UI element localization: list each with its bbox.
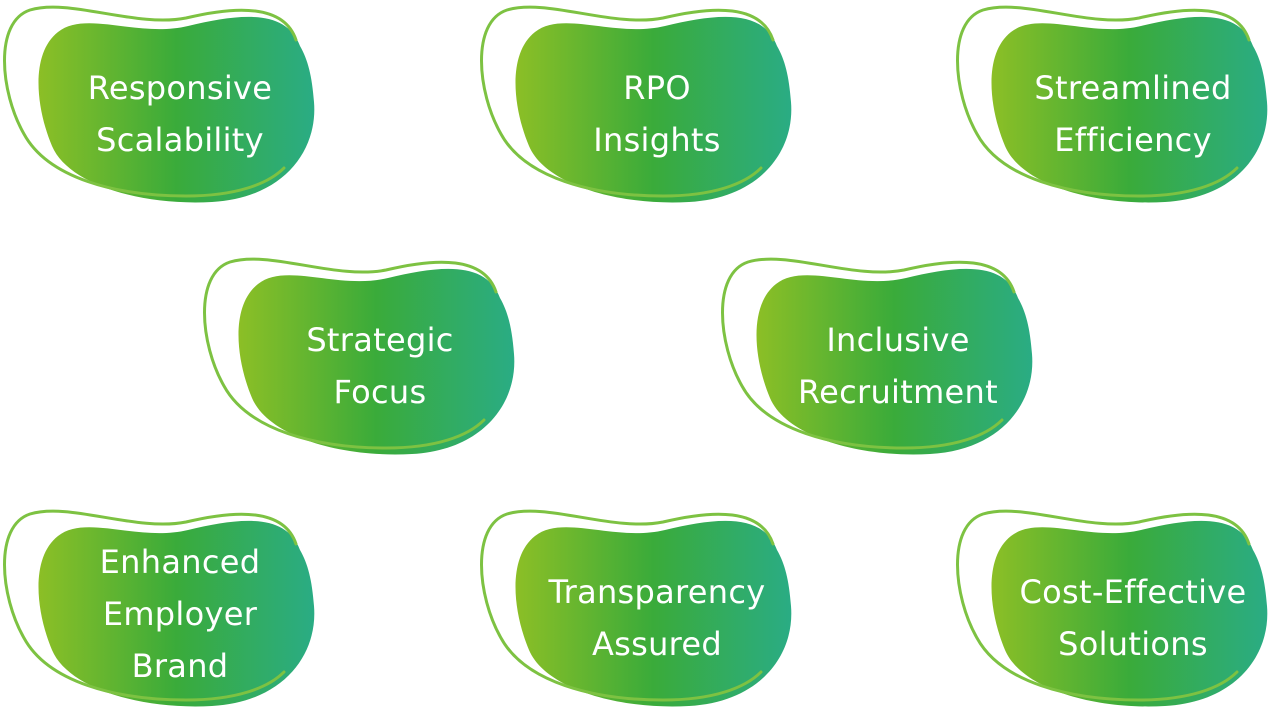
badge-label: Cost-Effective Solutions (993, 528, 1273, 708)
badge-label-line: Scalability (96, 121, 264, 159)
badge-label-line: Inclusive (826, 321, 970, 359)
badge-strategic-focus: Strategic Focus (200, 252, 520, 464)
badge-label-line: Cost-Effective (1019, 573, 1247, 611)
badge-label-line: Streamlined (1034, 69, 1232, 107)
badge-label-line: Focus (333, 373, 427, 411)
badge-label-line: Recruitment (798, 373, 998, 411)
badge-label-line: Enhanced (99, 543, 261, 581)
badge-label-line: RPO (623, 69, 691, 107)
badge-label-line: Assured (591, 625, 723, 663)
badge-label-line: Responsive (87, 69, 273, 107)
badge-label: Responsive Scalability (40, 24, 320, 204)
badge-label-line: Strategic (306, 321, 454, 359)
badge-transparency-assured: Transparency Assured (477, 504, 797, 716)
badge-label-line: Solutions (1058, 625, 1208, 663)
badge-label-line: Insights (593, 121, 721, 159)
badge-label: Strategic Focus (240, 276, 520, 456)
badge-label: Inclusive Recruitment (758, 276, 1038, 456)
badge-label-line: Employer (102, 595, 258, 633)
badge-enhanced-employer-brand: Enhanced Employer Brand (0, 504, 320, 716)
badge-label: RPO Insights (517, 24, 797, 204)
badge-label: Enhanced Employer Brand (40, 524, 320, 704)
badge-label-line: Brand (131, 647, 229, 685)
badge-rpo-insights: RPO Insights (477, 0, 797, 212)
badge-label-line: Transparency (548, 573, 766, 611)
badge-label: Transparency Assured (517, 528, 797, 708)
badge-streamlined-efficiency: Streamlined Efficiency (953, 0, 1273, 212)
badge-cost-effective-solutions: Cost-Effective Solutions (953, 504, 1273, 716)
badge-responsive-scalability: Responsive Scalability (0, 0, 320, 212)
badge-inclusive-recruitment: Inclusive Recruitment (718, 252, 1038, 464)
badge-label: Streamlined Efficiency (993, 24, 1273, 204)
badge-label-line: Efficiency (1054, 121, 1212, 159)
